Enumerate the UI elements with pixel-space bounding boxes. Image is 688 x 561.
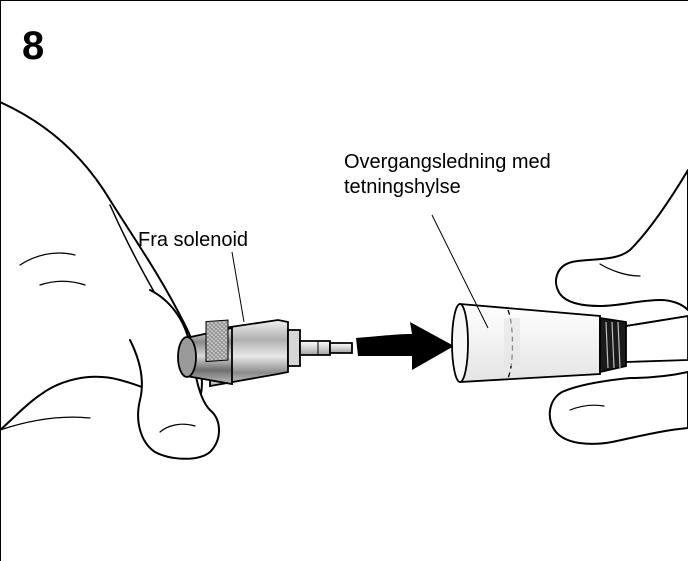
label-from-solenoid: Fra solenoid — [138, 228, 248, 253]
left-hand — [0, 102, 219, 459]
step-number: 8 — [22, 26, 44, 66]
solenoid-connector — [178, 320, 352, 386]
leader-line-solenoid — [232, 252, 244, 322]
label-adapter-line2: tetningshylse — [344, 175, 551, 200]
label-adapter-line1: Overgangsledning med — [344, 150, 551, 175]
label-adapter: Overgangsledning med tetningshylse — [344, 150, 551, 200]
leader-lines — [232, 215, 488, 328]
insertion-arrow — [356, 322, 454, 370]
adapter-with-seal — [452, 304, 688, 382]
right-hand — [550, 170, 688, 444]
